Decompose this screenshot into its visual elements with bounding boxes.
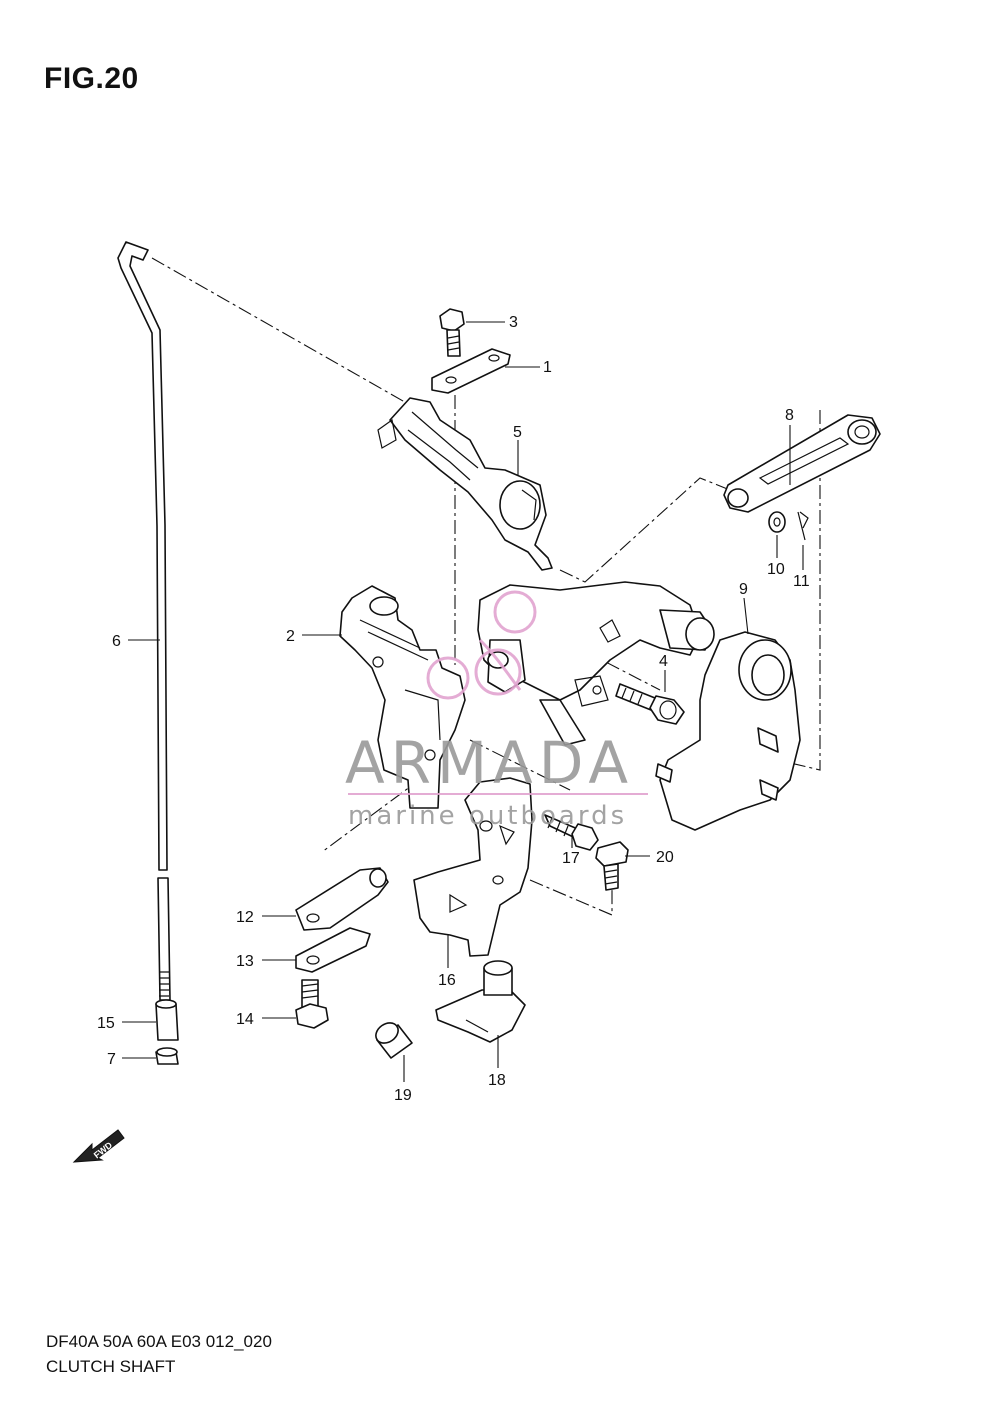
rod-connector xyxy=(155,999,179,1041)
callout-11: 11 xyxy=(793,573,810,590)
callout-4: 4 xyxy=(659,653,668,670)
callout-10: 10 xyxy=(767,561,785,578)
arm-bolt xyxy=(615,683,685,725)
leader-lines xyxy=(122,321,804,1082)
retaining-plate xyxy=(431,348,511,394)
callout-8: 8 xyxy=(785,407,794,424)
clip-pin xyxy=(797,511,809,541)
watermark-brand: ARMADA xyxy=(345,729,634,797)
sleeve-bushing xyxy=(375,1022,413,1059)
callout-20: 20 xyxy=(656,849,674,866)
fwd-arrow-icon: FWD xyxy=(72,1129,125,1163)
callout-17: 17 xyxy=(562,850,580,867)
lower-bracket xyxy=(413,777,533,957)
link-rod xyxy=(723,414,881,513)
callout-1: 1 xyxy=(543,359,552,376)
watermark-logo xyxy=(426,590,537,700)
cap-bolt xyxy=(595,841,629,891)
callout-14: 14 xyxy=(236,1011,254,1028)
callout-7: 7 xyxy=(107,1051,116,1068)
callout-16: 16 xyxy=(438,972,456,989)
callout-19: 19 xyxy=(394,1087,412,1104)
top-bolt xyxy=(439,308,465,357)
clutch-rod xyxy=(117,241,171,1001)
callout-13: 13 xyxy=(236,953,254,970)
callout-9: 9 xyxy=(739,581,748,598)
callout-12: 12 xyxy=(236,909,254,926)
callout-3: 3 xyxy=(509,314,518,331)
shift-fork xyxy=(435,960,526,1043)
shift-case xyxy=(655,631,801,831)
callout-18: 18 xyxy=(488,1072,506,1089)
clutch-lever xyxy=(377,397,553,571)
figure-title: FIG.20 xyxy=(44,62,139,95)
watermark-rule xyxy=(348,793,648,795)
plate-bolt xyxy=(295,979,329,1029)
watermark: ARMADA marine outboards xyxy=(345,590,648,831)
callout-15: 15 xyxy=(97,1015,115,1032)
callout-5: 5 xyxy=(513,424,522,441)
callout-2: 2 xyxy=(286,628,295,645)
callout-labels: 1 2 3 4 5 6 7 8 9 10 11 12 13 14 15 16 1… xyxy=(97,314,810,1104)
small-bracket xyxy=(295,867,389,931)
shift-bracket xyxy=(339,585,466,809)
footer-model-code: DF40A 50A 60A E03 012_020 xyxy=(46,1332,272,1351)
footer-diagram-name: CLUTCH SHAFT xyxy=(46,1357,176,1376)
watermark-tagline: marine outboards xyxy=(348,801,627,831)
callout-6: 6 xyxy=(112,633,121,650)
spacer-plate xyxy=(295,927,371,973)
rod-nut xyxy=(155,1047,179,1065)
washer xyxy=(768,511,786,533)
bracket-bolt xyxy=(544,814,599,851)
